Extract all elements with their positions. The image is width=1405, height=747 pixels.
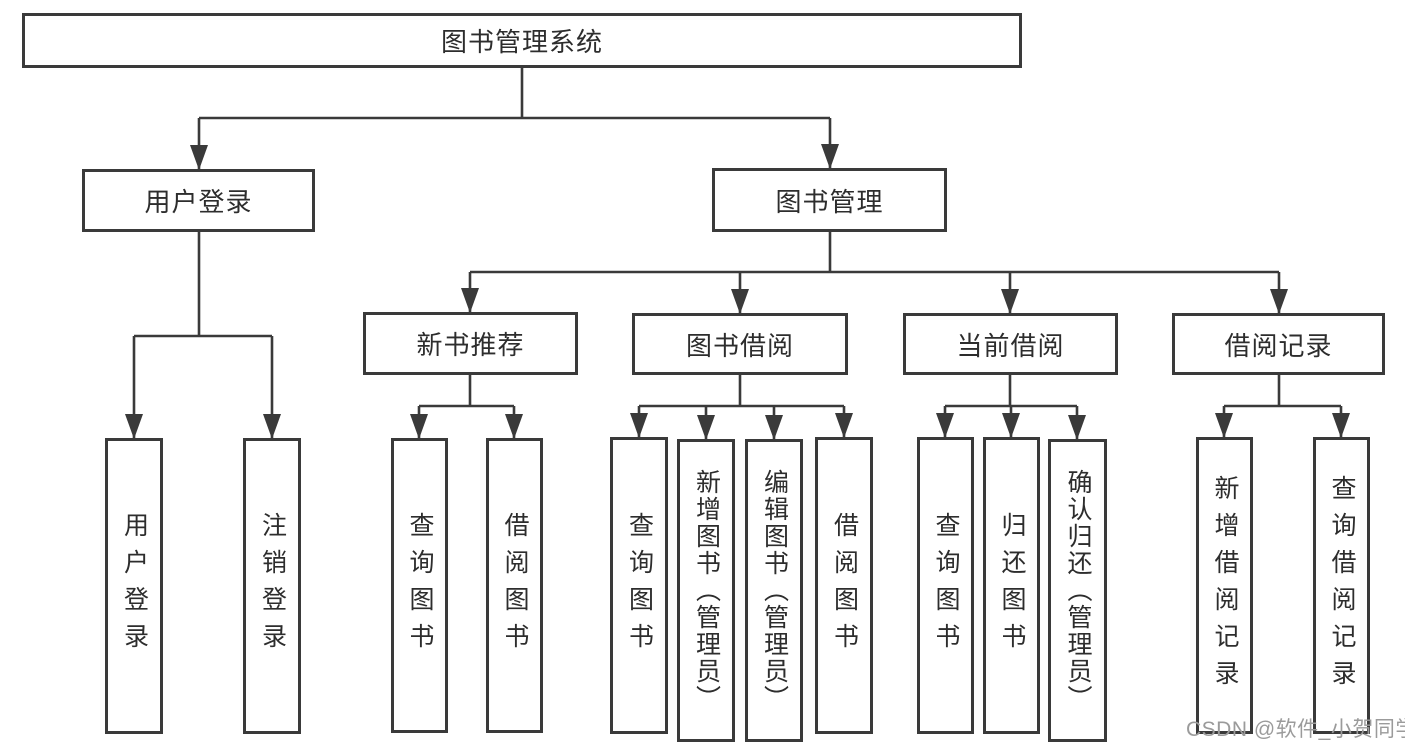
node-user-login-action: 用户登录 [105,438,163,734]
arrow-icon [821,144,839,169]
arrow-icon [190,145,208,170]
csdn-watermark: CSDN @软件_小贺同学 [1186,718,1405,741]
connector-root [197,68,832,169]
node-user-login-group: 用户登录 [82,169,315,232]
arrow-icon [263,414,281,439]
node-borrow-books-borrowing: 借阅图书 [815,437,873,734]
node-borrow-books-recommend: 借阅图书 [486,438,543,733]
node-current-borrowing: 当前借阅 [903,313,1118,375]
arrow-icon [125,414,143,439]
node-book-management: 图书管理 [712,168,947,232]
arrow-icon [630,413,648,438]
arrow-icon [1068,415,1086,440]
arrow-icon [731,289,749,314]
connector-login [132,232,274,438]
node-query-books-recommend: 查询图书 [391,438,448,733]
node-confirm-return-admin: 确认归还（管理员） [1048,439,1107,742]
node-book-borrowing: 图书借阅 [632,313,848,375]
arrowheads [125,144,1350,440]
arrow-icon [1270,289,1288,314]
arrow-icon [505,414,523,439]
arrow-icon [410,414,428,439]
arrow-icon [1332,413,1350,438]
node-new-book-recommend: 新书推荐 [363,312,578,375]
node-logout-action: 注销登录 [243,438,301,734]
arrow-icon [835,413,853,438]
node-query-books-borrowing: 查询图书 [610,437,668,734]
arrow-icon [1002,413,1020,438]
arrow-icon [936,413,954,438]
arrow-icon [461,288,479,313]
connector-records [1222,375,1343,437]
arrow-icon [1001,289,1019,314]
connector-mgmt [468,232,1281,313]
node-query-borrow-record: 查询借阅记录 [1313,437,1370,734]
node-return-book: 归还图书 [983,437,1040,734]
node-edit-book-admin: 编辑图书（管理员） [745,439,803,742]
arrow-icon [1215,413,1233,438]
arrow-icon [697,415,715,440]
node-borrowing-records: 借阅记录 [1172,313,1385,375]
node-library-system: 图书管理系统 [22,13,1022,68]
node-add-book-admin: 新增图书（管理员） [677,439,735,742]
connector-borrowing [637,375,846,439]
connector-recommend [417,375,516,438]
node-add-borrow-record: 新增借阅记录 [1196,437,1253,734]
arrow-icon [765,415,783,440]
node-query-books-current: 查询图书 [917,437,974,734]
